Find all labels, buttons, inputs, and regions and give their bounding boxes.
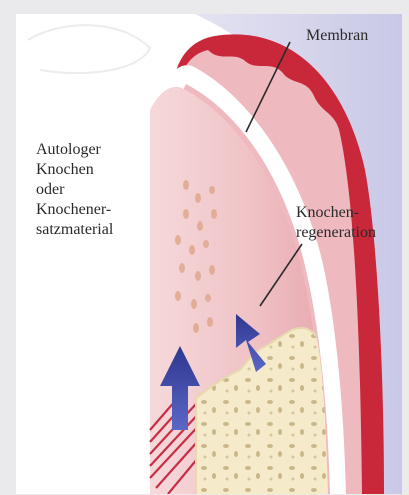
graft-label-line: satzmaterial — [36, 220, 113, 240]
membrane-label: Membran — [306, 26, 368, 46]
graft-material-label: Autologer Knochen oder Knochener- satzma… — [36, 140, 113, 240]
graft-label-line: Knochener- — [36, 200, 113, 220]
regeneration-label-line: Knochen- — [296, 203, 376, 223]
graft-label-line: Knochen — [36, 160, 113, 180]
graft-label-line: oder — [36, 180, 113, 200]
bone-regeneration-label: Knochen- regeneration — [296, 203, 376, 243]
graft-label-line: Autologer — [36, 140, 113, 160]
regeneration-label-line: regeneration — [296, 223, 376, 243]
